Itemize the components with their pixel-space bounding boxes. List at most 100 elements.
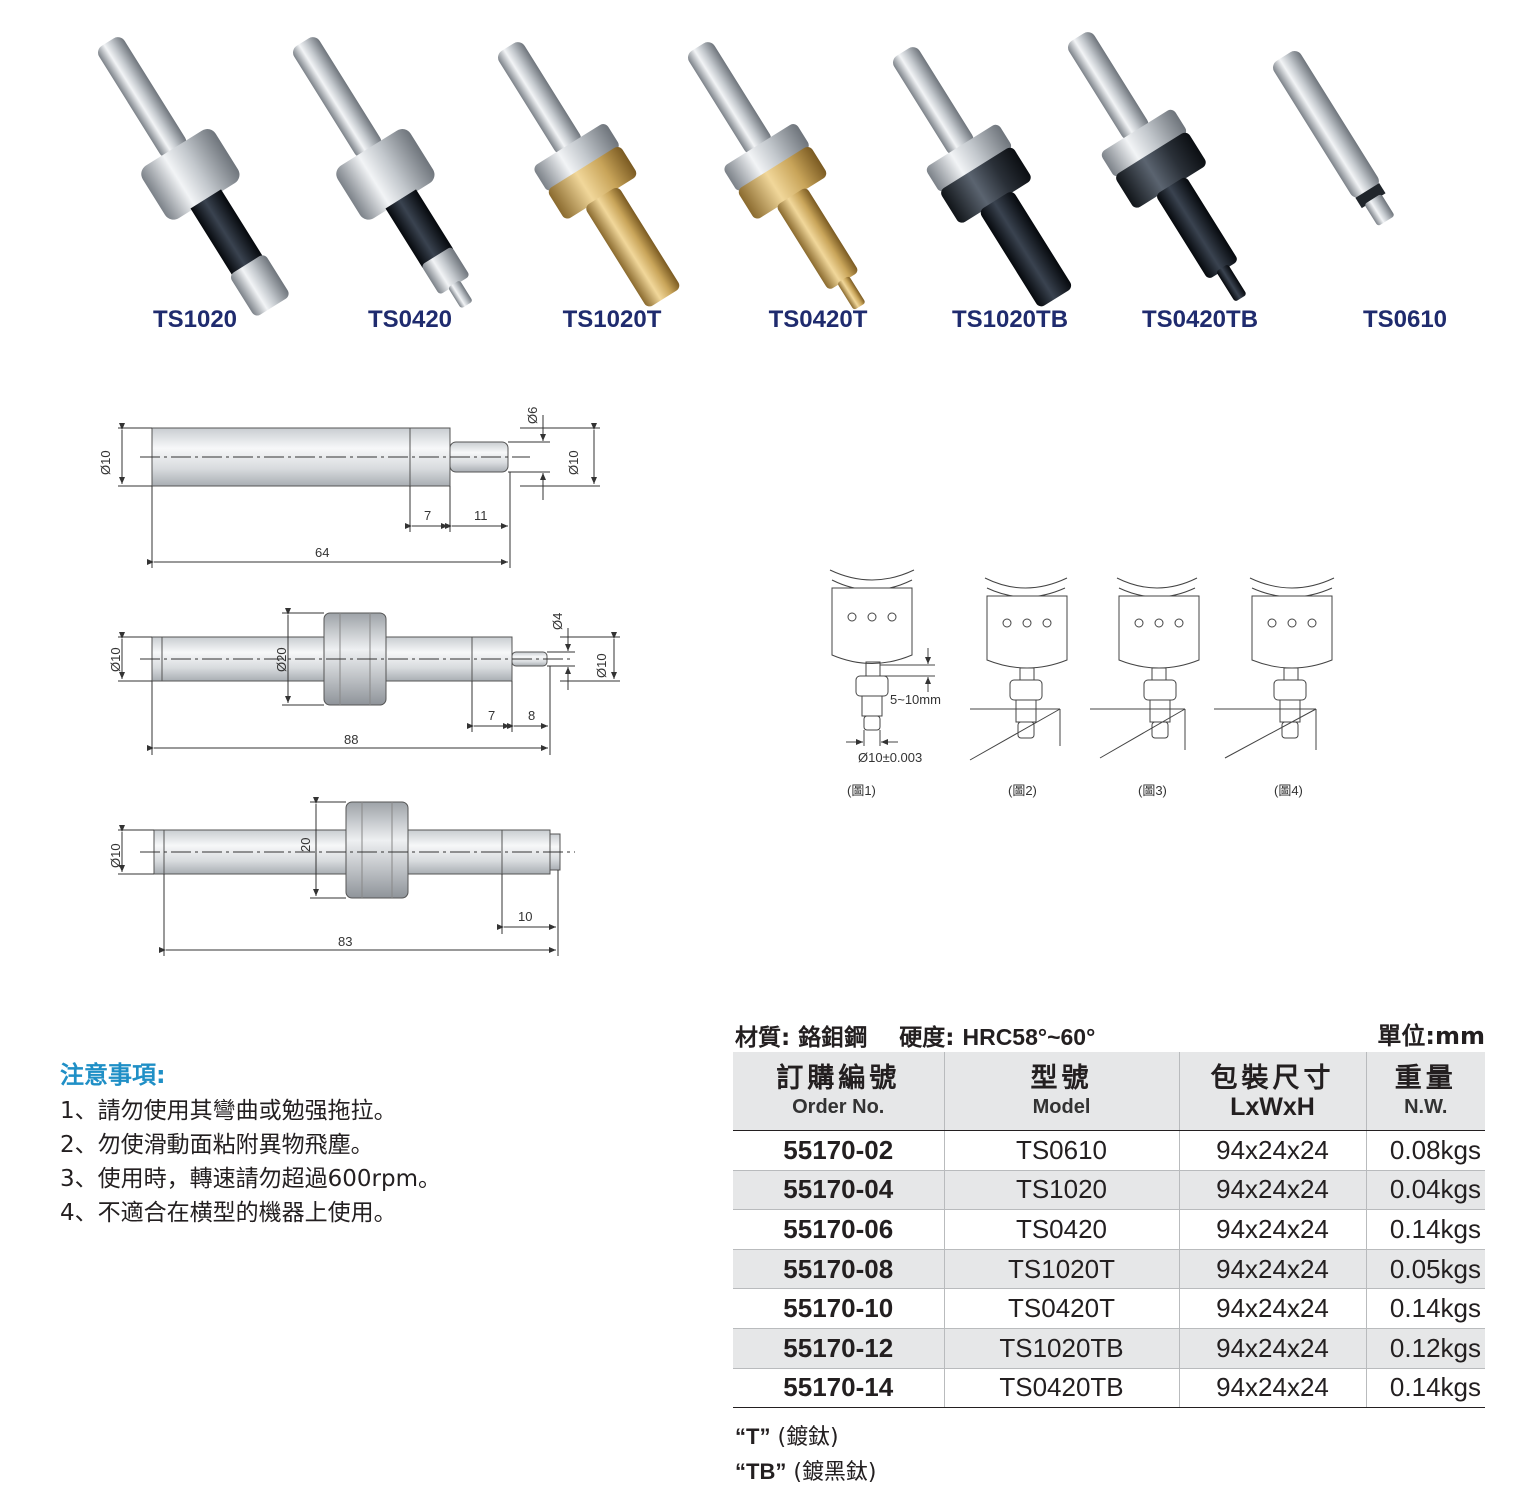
cell-package-size: 94x24x24 bbox=[1178, 1328, 1366, 1369]
cell-model: TS1020T bbox=[943, 1249, 1179, 1290]
cell-order-no: 55170-08 bbox=[733, 1249, 944, 1290]
drawing-ts0420 bbox=[118, 608, 620, 755]
table-row: 55170-14 TS0420TB 94x24x24 0.14kgs bbox=[733, 1368, 1485, 1409]
dim-text: Ø6 bbox=[525, 407, 540, 424]
usage-tolerance-text: Ø10±0.003 bbox=[858, 750, 922, 765]
dim-text: 10 bbox=[518, 909, 532, 924]
notes-title: 注意事項: bbox=[60, 1061, 166, 1089]
table-header-row: 訂購編號 Order No. 型號 Model 包裝尺寸 LxWxH 重量 N.… bbox=[733, 1052, 1485, 1131]
dim-text: Ø10 bbox=[594, 653, 609, 678]
cell-weight: 0.12kgs bbox=[1365, 1328, 1485, 1369]
coating-legend: “T” (鍍鈦) “TB” (鍍黑鈦) bbox=[735, 1420, 877, 1490]
usage-figure-label: (圖1) bbox=[847, 783, 876, 798]
cell-model: TS0420 bbox=[943, 1209, 1179, 1250]
dim-text: 88 bbox=[344, 732, 358, 747]
dim-text: Ø10 bbox=[566, 450, 581, 475]
cell-model: TS0610 bbox=[943, 1130, 1179, 1171]
product-label: TS1020TB bbox=[951, 306, 1069, 333]
legend-code: “T” bbox=[735, 1424, 771, 1449]
cell-package-size: 94x24x24 bbox=[1178, 1130, 1366, 1171]
dim-text: 83 bbox=[338, 934, 352, 949]
table-row: 55170-08 TS1020T 94x24x24 0.05kgs bbox=[733, 1249, 1485, 1290]
legend-item: “T” (鍍鈦) bbox=[735, 1420, 877, 1455]
hardness-label: 硬度: bbox=[899, 1025, 955, 1051]
cell-order-no: 55170-12 bbox=[733, 1328, 944, 1369]
cell-order-no: 55170-14 bbox=[733, 1368, 944, 1409]
usage-figure-label: (圖2) bbox=[1008, 783, 1037, 798]
usage-figure-label: (圖4) bbox=[1274, 783, 1303, 798]
cell-package-size: 94x24x24 bbox=[1178, 1170, 1366, 1211]
header-order-no: 訂購編號 Order No. bbox=[733, 1052, 944, 1131]
dim-text: 20 bbox=[298, 838, 313, 852]
unit-label: 單位:mm bbox=[1377, 1022, 1485, 1050]
cell-weight: 0.14kgs bbox=[1365, 1288, 1485, 1329]
header-weight: 重量 N.W. bbox=[1365, 1052, 1485, 1131]
cell-weight: 0.04kgs bbox=[1365, 1170, 1485, 1211]
table-row: 55170-02 TS0610 94x24x24 0.08kgs bbox=[733, 1130, 1485, 1171]
material-value: 鉻鉬鋼 bbox=[798, 1025, 868, 1051]
product-label: TS0610 bbox=[1362, 306, 1448, 333]
dim-text: 7 bbox=[424, 508, 431, 523]
notes-item: 3、使用時，轉速請勿超過600rpm。 bbox=[60, 1166, 441, 1192]
cell-order-no: 55170-10 bbox=[733, 1288, 944, 1329]
product-ts1020-image bbox=[98, 37, 289, 316]
dim-text: 8 bbox=[528, 708, 535, 723]
product-label: TS1020T bbox=[562, 306, 662, 333]
technical-drawings: Ø10 Ø6 Ø10 7 11 64 Ø10 Ø20 Ø4 Ø10 7 8 88… bbox=[98, 407, 1335, 956]
usage-figure-label: (圖3) bbox=[1138, 783, 1167, 798]
notes-item: 1、請勿使用其彎曲或勉强拖拉。 bbox=[60, 1098, 397, 1124]
table-row: 55170-06 TS0420 94x24x24 0.14kgs bbox=[733, 1209, 1485, 1250]
legend-code: “TB” bbox=[735, 1459, 787, 1484]
product-photos bbox=[98, 32, 1394, 316]
cell-package-size: 94x24x24 bbox=[1178, 1288, 1366, 1329]
cell-model: TS0420TB bbox=[943, 1368, 1179, 1409]
cell-model: TS0420T bbox=[943, 1288, 1179, 1329]
usage-gap-text: 5~10mm bbox=[890, 692, 941, 707]
order-table: 訂購編號 Order No. 型號 Model 包裝尺寸 LxWxH 重量 N.… bbox=[733, 1052, 1485, 1409]
table-row: 55170-04 TS1020 94x24x24 0.04kgs bbox=[733, 1170, 1485, 1211]
table-row: 55170-10 TS0420T 94x24x24 0.14kgs bbox=[733, 1288, 1485, 1329]
dim-text: Ø10 bbox=[98, 450, 113, 475]
cell-model: TS1020 bbox=[943, 1170, 1179, 1211]
material-hardness: 材質: 鉻鉬鋼 硬度: HRC58°~60° bbox=[735, 1018, 1095, 1052]
dim-text: Ø20 bbox=[274, 647, 289, 672]
notes-item: 4、不適合在横型的機器上使用。 bbox=[60, 1200, 397, 1226]
cell-order-no: 55170-06 bbox=[733, 1209, 944, 1250]
cell-weight: 0.05kgs bbox=[1365, 1249, 1485, 1290]
product-label: TS0420 bbox=[367, 306, 453, 333]
header-package-size: 包裝尺寸 LxWxH bbox=[1178, 1052, 1366, 1131]
cell-order-no: 55170-02 bbox=[733, 1130, 944, 1171]
product-ts1020t-image bbox=[498, 42, 680, 307]
product-label: TS0420TB bbox=[1141, 306, 1259, 333]
cell-package-size: 94x24x24 bbox=[1178, 1249, 1366, 1290]
product-ts0420tb-image bbox=[1068, 32, 1246, 301]
usage-diagram bbox=[829, 569, 1335, 761]
cell-weight: 0.08kgs bbox=[1365, 1130, 1485, 1171]
cell-weight: 0.14kgs bbox=[1365, 1368, 1485, 1409]
spec-header: 材質: 鉻鉬鋼 硬度: HRC58°~60° 單位:mm bbox=[735, 1014, 1485, 1052]
material-label: 材質: bbox=[735, 1025, 791, 1051]
legend-desc: (鍍黑鈦) bbox=[793, 1460, 877, 1485]
legend-desc: (鍍鈦) bbox=[777, 1425, 839, 1450]
header-model: 型號 Model bbox=[943, 1052, 1179, 1131]
dim-text: 7 bbox=[488, 708, 495, 723]
hardness-value: HRC58°~60° bbox=[962, 1024, 1096, 1050]
legend-item: “TB” (鍍黑鈦) bbox=[735, 1455, 877, 1490]
cell-model: TS1020TB bbox=[943, 1328, 1179, 1369]
dim-text: Ø10 bbox=[108, 647, 123, 672]
dim-text: Ø4 bbox=[550, 613, 565, 630]
product-ts0420t-image bbox=[688, 42, 865, 310]
notes-section: 注意事項: 1、請勿使用其彎曲或勉强拖拉。 2、勿使滑動面粘附異物飛塵。 3、使… bbox=[60, 1055, 680, 1230]
dim-text: 64 bbox=[315, 545, 329, 560]
dim-text: 11 bbox=[474, 508, 488, 523]
product-label: TS0420T bbox=[768, 306, 868, 333]
cell-package-size: 94x24x24 bbox=[1178, 1209, 1366, 1250]
product-ts1020tb-image bbox=[893, 47, 1072, 307]
cell-package-size: 94x24x24 bbox=[1178, 1368, 1366, 1409]
notes-item: 2、勿使滑動面粘附異物飛塵。 bbox=[60, 1132, 374, 1158]
product-label: TS1020 bbox=[152, 306, 238, 333]
drawing-ts0610 bbox=[118, 415, 600, 568]
table-row: 55170-12 TS1020TB 94x24x24 0.12kgs bbox=[733, 1328, 1485, 1369]
product-ts0610-image bbox=[1273, 51, 1394, 226]
drawing-ts1020 bbox=[118, 797, 575, 956]
